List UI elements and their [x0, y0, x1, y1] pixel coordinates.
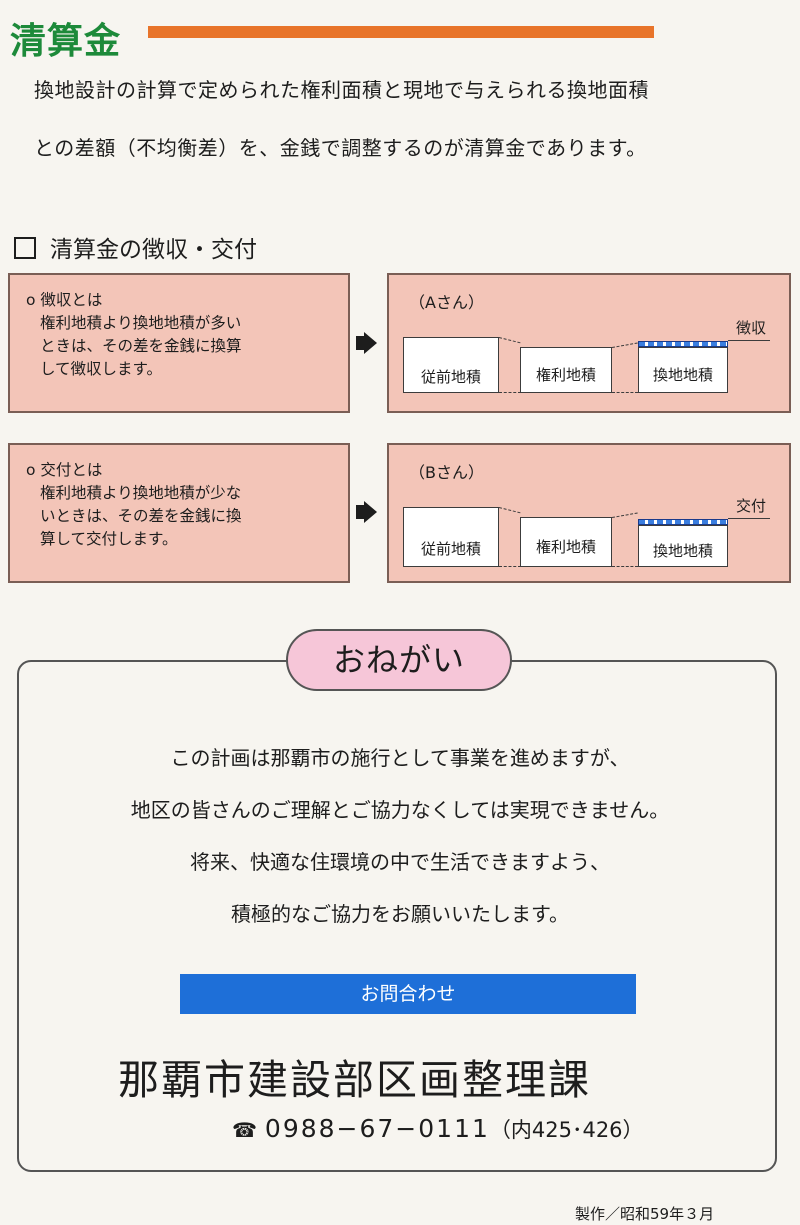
label-leader-line [728, 340, 770, 341]
request-line-4: 積極的なご協力をお願いいたします。 [231, 902, 569, 926]
explain-line: して徴収します。 [40, 360, 162, 378]
arrow-right-icon-stem [356, 505, 364, 519]
collection-explanation: o 徴収とは 権利地積より換地地積が多い ときは、その差を金銭に換算 して徴収し… [8, 273, 350, 413]
dashed-connector [498, 337, 521, 344]
shortfall-area-marker [638, 519, 728, 525]
lot-entitled: 権利地積 [520, 517, 612, 567]
dashed-connector [498, 507, 521, 514]
arrow-right-icon-stem [356, 336, 364, 350]
arrow-right-icon [364, 332, 377, 354]
dashed-connector [612, 566, 638, 567]
collection-diagram: （Aさん） 従前地積 権利地積 換地地積 徴収 [387, 273, 791, 413]
production-credit: 製作／昭和59年３月 [575, 1205, 715, 1223]
lot-entitled: 権利地積 [520, 347, 612, 393]
contact-label: お問合わせ [180, 974, 636, 1014]
phone-digits: 0988−67−0111 [264, 1114, 490, 1143]
phone-number: ☎ 0988−67−0111（内425･426） [232, 1114, 644, 1144]
dashed-connector [611, 342, 638, 348]
diff-label: 徴収 [736, 319, 767, 337]
dashed-connector [612, 392, 638, 393]
label-leader-line [728, 518, 770, 519]
explain-line: ときは、その差を金銭に換算 [40, 337, 242, 355]
section-heading: 清算金の徴収・交付 [14, 230, 257, 264]
lot-replotted: 換地地積 [638, 525, 728, 567]
explain-line: o 交付とは [26, 461, 103, 479]
payment-diagram: （Bさん） 従前地積 権利地積 換地地積 交付 [387, 443, 791, 583]
person-label: （Bさん） [409, 463, 484, 482]
dashed-connector [611, 512, 638, 518]
explain-line: o 徴収とは [26, 291, 103, 309]
request-heading: おねがい [286, 629, 512, 691]
checkbox-square-icon [14, 237, 36, 259]
telephone-icon: ☎ [232, 1118, 257, 1142]
payment-explanation: o 交付とは 権利地積より換地地積が少な いときは、その差を金銭に換 算して交付… [8, 443, 350, 583]
lot-before: 従前地積 [403, 507, 499, 567]
lot-before: 従前地積 [403, 337, 499, 393]
diff-label: 交付 [736, 497, 767, 515]
excess-area-marker [638, 341, 728, 347]
section-heading-text: 清算金の徴収・交付 [50, 237, 257, 263]
intro-line-1: 換地設計の計算で定められた権利面積と現地で与えられる換地面積 [34, 78, 649, 102]
arrow-right-icon [364, 501, 377, 523]
explain-line: 権利地積より換地地積が少な [40, 484, 242, 502]
dashed-connector [499, 392, 521, 393]
person-label: （Aさん） [409, 293, 484, 312]
request-line-1: この計画は那覇市の施行として事業を進めますが、 [170, 746, 630, 770]
request-line-3: 将来、快適な住環境の中で生活できますよう、 [190, 850, 610, 874]
request-line-2: 地区の皆さんのご理解とご協力なくしては実現できません。 [130, 798, 670, 822]
title-underline-bar [148, 26, 654, 38]
department-name: 那覇市建設部区画整理課 [118, 1056, 591, 1104]
lot-replotted: 換地地積 [638, 347, 728, 393]
explain-line: いときは、その差を金銭に換 [40, 507, 242, 525]
page-title: 清算金 [10, 21, 122, 62]
explain-line: 権利地積より換地地積が多い [40, 314, 242, 332]
dashed-connector [499, 566, 521, 567]
intro-line-2: との差額（不均衡差）を、金銭で調整するのが清算金であります。 [34, 136, 647, 160]
phone-extension: （内425･426） [489, 1118, 644, 1142]
explain-line: 算して交付します。 [40, 530, 178, 548]
